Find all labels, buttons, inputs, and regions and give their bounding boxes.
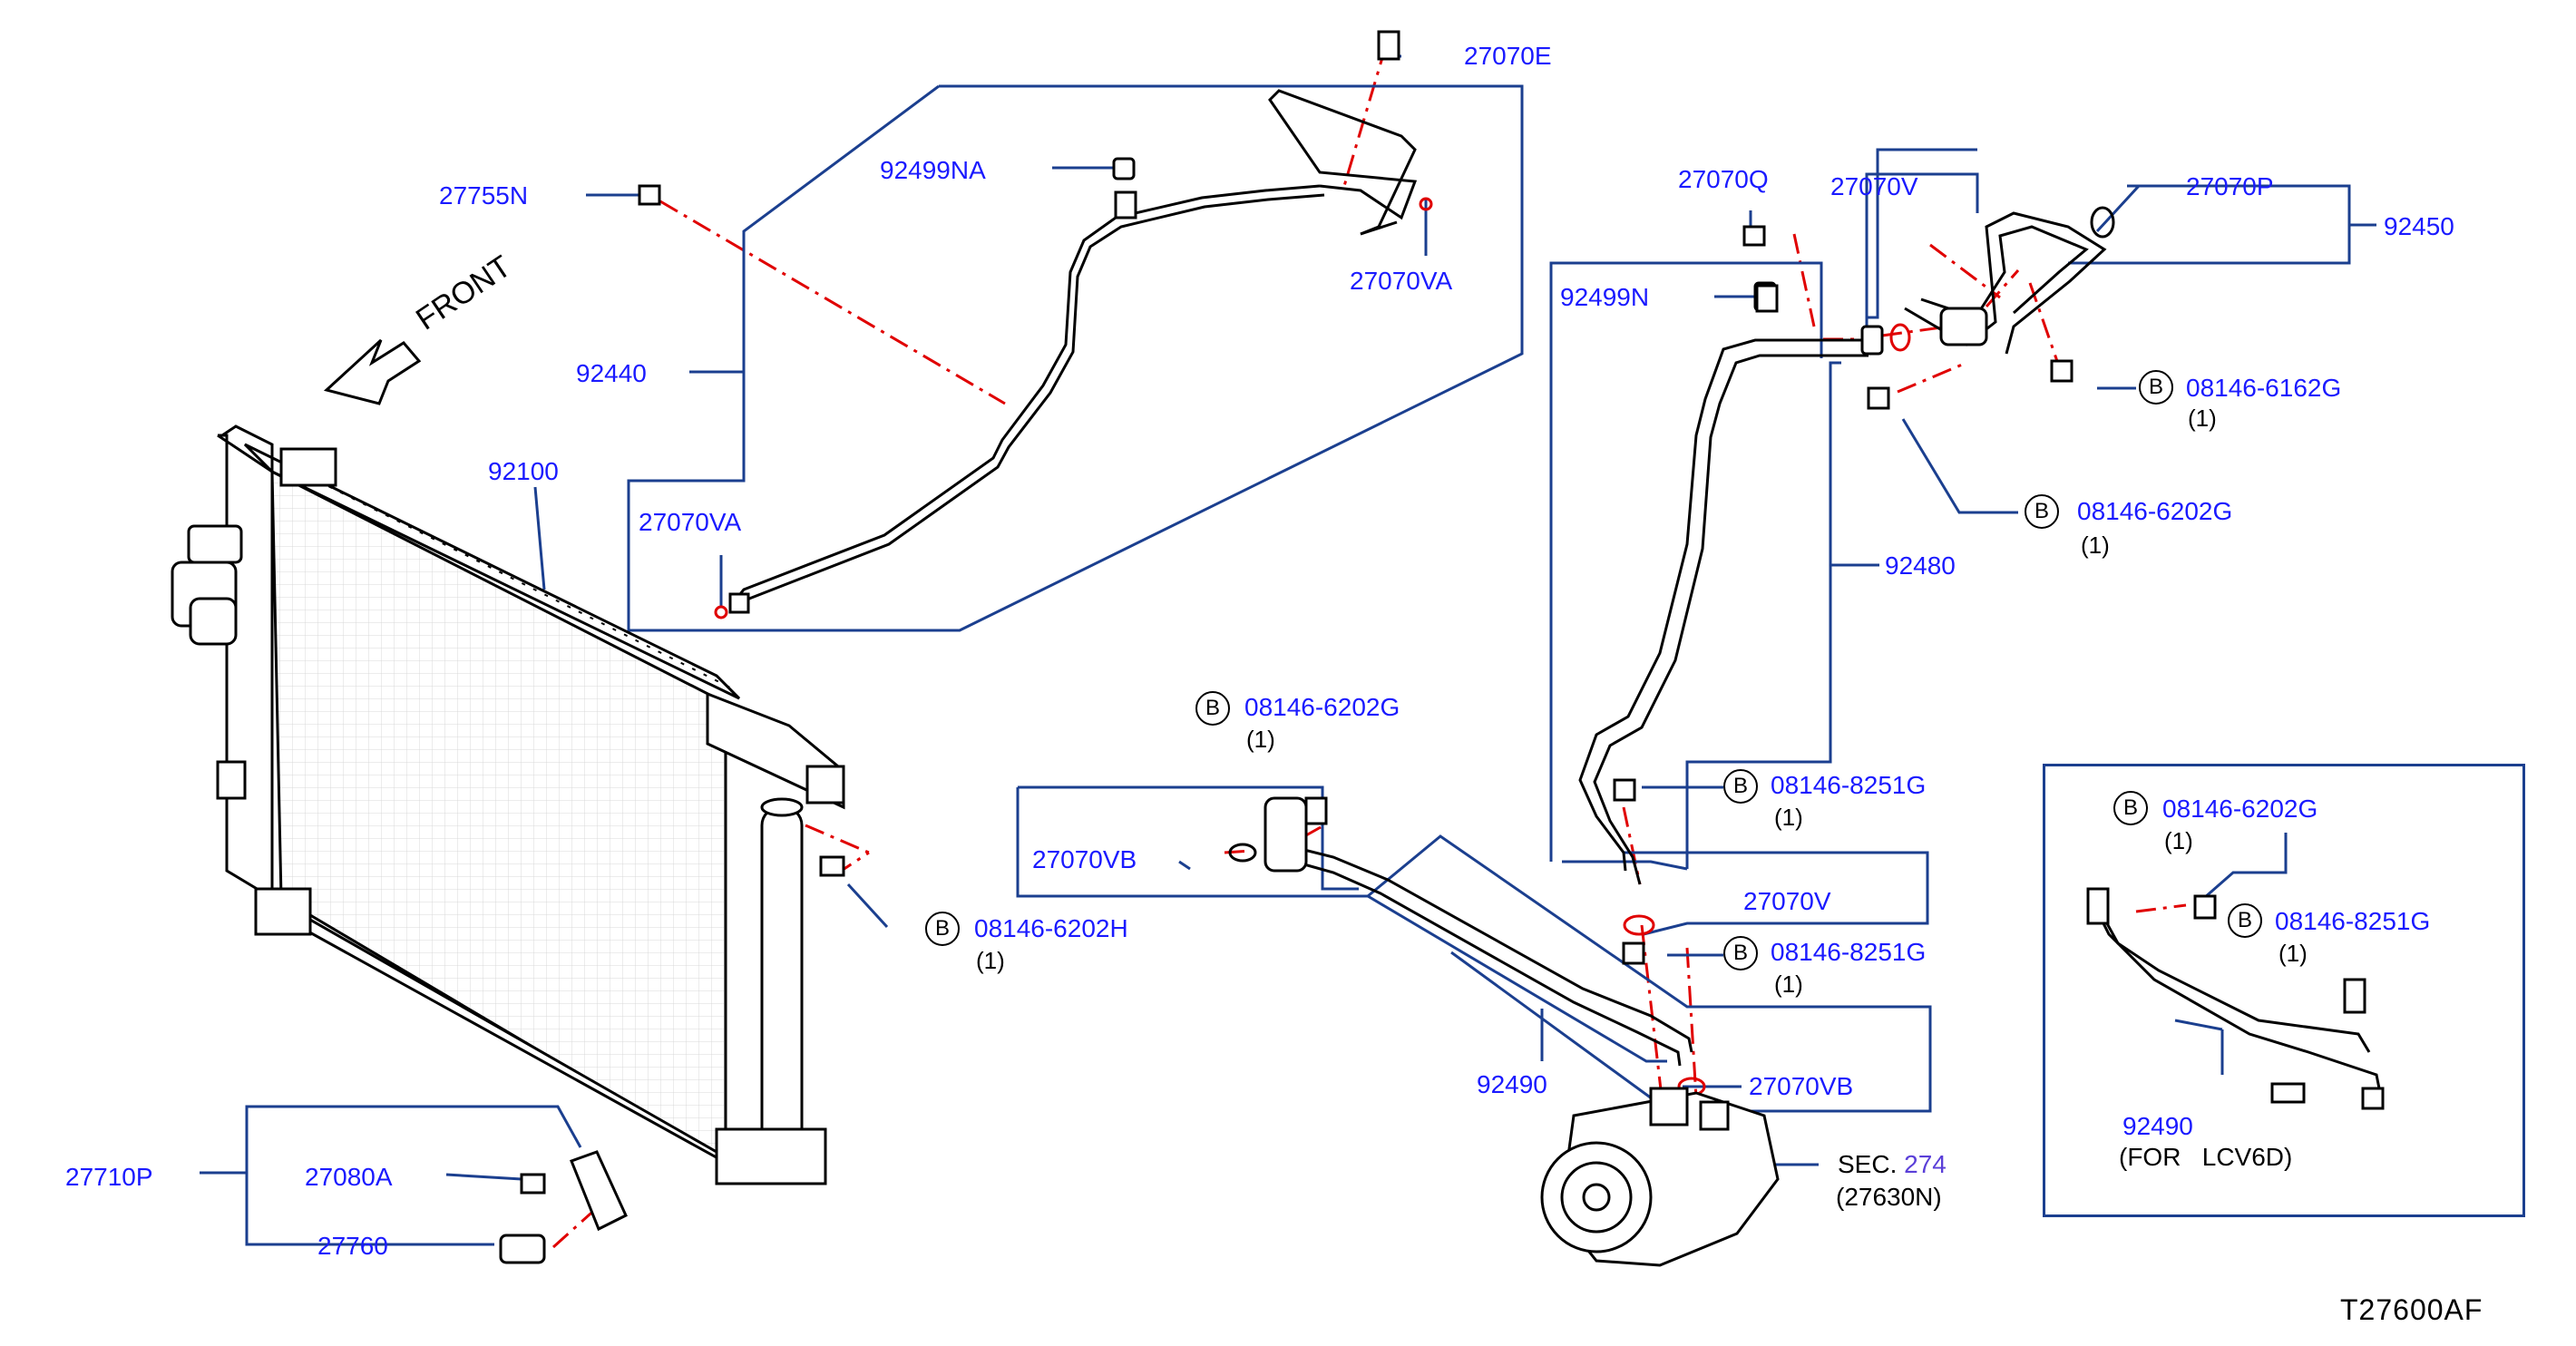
callout-27070Q[interactable]: 27070Q (1678, 165, 1769, 193)
callout-92440[interactable]: 92440 (576, 359, 647, 387)
qty-08146-6202H: (1) (976, 947, 1005, 974)
bolt-symbol-b: B (1195, 691, 1230, 726)
callout-92100[interactable]: 92100 (488, 457, 559, 485)
inset-hose-drawing (2086, 887, 2385, 1110)
bolt-symbol-b: B (1723, 936, 1758, 970)
callout-27755N[interactable]: 27755N (439, 181, 529, 210)
callout-27070VA-top[interactable]: 27070VA (1350, 267, 1453, 295)
front-arrow-icon (323, 338, 422, 405)
sec-part-number: (27630N) (1836, 1183, 1942, 1211)
qty-inset-08146-8251G: (1) (2278, 940, 2308, 967)
callout-08146-6202G-mid[interactable]: 08146-6202G (1244, 693, 1400, 721)
callout-27760[interactable]: 27760 (317, 1232, 388, 1260)
callout-08146-8251G-b[interactable]: 08146-8251G (1771, 938, 1927, 966)
bracket-parts-drawing (499, 855, 845, 1264)
bolt-symbol-b: B (2113, 791, 2148, 825)
sec-number: 274 (1904, 1150, 1947, 1178)
hose-92480-drawing (1578, 206, 2115, 1097)
bolt-symbol-b: B (1723, 769, 1758, 804)
qty-08146-6202G-mid: (1) (1246, 726, 1275, 753)
callout-27070VA-left[interactable]: 27070VA (639, 508, 742, 536)
figure-code: T27600AF (2340, 1293, 2483, 1326)
callout-27070V-mid[interactable]: 27070V (1743, 887, 1831, 915)
bolt-symbol-b: B (2025, 494, 2059, 529)
inset-note: (FOR LCV6D) (2119, 1143, 2293, 1171)
leader-lines (200, 54, 2376, 1246)
compressor-drawing (1540, 1087, 1780, 1267)
callout-92450[interactable]: 92450 (2384, 212, 2454, 240)
sec-reference[interactable]: SEC. 274 (1838, 1152, 1947, 1177)
qty-08146-8251G-a: (1) (1774, 804, 1803, 831)
callout-08146-6202G-right[interactable]: 08146-6202G (2077, 497, 2233, 525)
bolt-symbol-b: B (2139, 370, 2173, 405)
callout-92499N[interactable]: 92499N (1560, 283, 1650, 311)
callout-27070P[interactable]: 27070P (2186, 172, 2274, 200)
condenser-core-drawing (171, 424, 845, 1185)
callout-inset-08146-6202G[interactable]: 08146-6202G (2162, 795, 2318, 823)
callout-92490[interactable]: 92490 (1477, 1070, 1547, 1098)
callout-27070VB-right[interactable]: 27070VB (1749, 1072, 1854, 1100)
pipe-92440-drawing (638, 30, 1433, 619)
bolt-symbol-b: B (925, 912, 960, 946)
callout-08146-8251G-a[interactable]: 08146-8251G (1771, 771, 1927, 799)
callout-92499NA[interactable]: 92499NA (880, 156, 986, 184)
callout-inset-92490[interactable]: 92490 (2122, 1112, 2193, 1140)
callout-27070V-top[interactable]: 27070V (1830, 172, 1918, 200)
callout-inset-08146-8251G[interactable]: 08146-8251G (2275, 907, 2431, 935)
callout-27070E[interactable]: 27070E (1464, 42, 1552, 70)
bolt-symbol-b: B (2228, 903, 2262, 938)
hose-92490-drawing (1228, 796, 1693, 1067)
callout-27080A[interactable]: 27080A (305, 1163, 393, 1191)
qty-08146-6162G: (1) (2188, 405, 2217, 432)
qty-08146-8251G-b: (1) (1774, 970, 1803, 998)
callout-27710P[interactable]: 27710P (65, 1163, 153, 1191)
qty-inset-08146-6202G: (1) (2164, 827, 2193, 854)
callout-92480[interactable]: 92480 (1885, 551, 1956, 580)
sec-prefix: SEC. (1838, 1150, 1898, 1178)
inset-box (2043, 764, 2525, 1217)
callout-27070VB-left[interactable]: 27070VB (1032, 845, 1137, 873)
callout-08146-6162G[interactable]: 08146-6162G (2186, 374, 2342, 402)
qty-08146-6202G-right: (1) (2081, 532, 2110, 559)
callout-08146-6202H[interactable]: 08146-6202H (974, 914, 1128, 942)
